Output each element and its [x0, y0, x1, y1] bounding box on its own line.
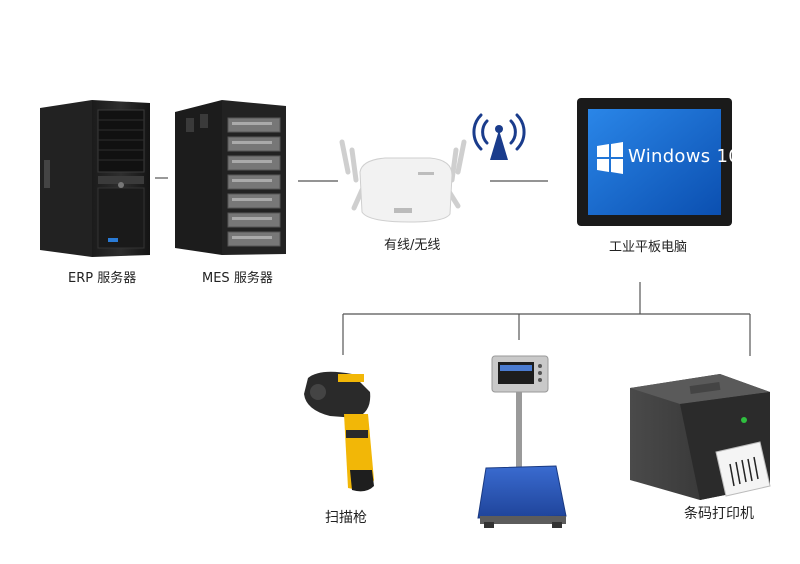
erp-server-icon — [40, 100, 150, 257]
tablet-icon — [577, 98, 732, 226]
mes-server-icon — [175, 100, 286, 255]
scanner-label: 扫描枪 — [325, 510, 367, 526]
barcode-label — [715, 441, 771, 497]
mes-server-label: MES 服务器 — [202, 271, 273, 286]
scale-icon — [477, 355, 567, 528]
router-label: 有线/无线 — [384, 238, 441, 253]
scanner-icon — [304, 371, 374, 492]
printer-label: 条码打印机 — [684, 506, 754, 522]
tablet-screen-text: Windows 10 — [628, 146, 740, 167]
wifi-icon — [472, 113, 526, 160]
router-icon — [339, 139, 467, 223]
erp-server-label: ERP 服务器 — [68, 271, 137, 286]
connector-lines — [155, 177, 751, 356]
windows-logo-icon — [597, 142, 623, 174]
printer-icon — [630, 374, 771, 500]
tablet-label: 工业平板电脑 — [609, 240, 688, 255]
